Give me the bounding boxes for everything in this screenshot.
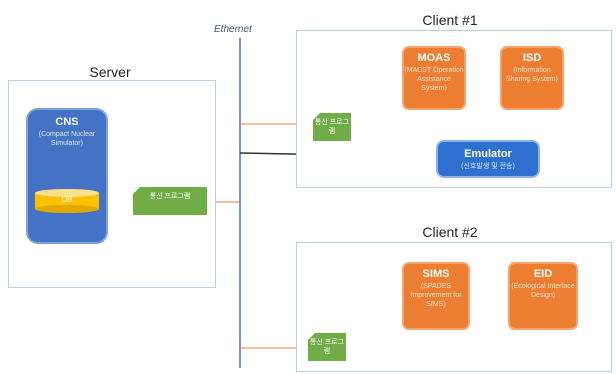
sims-sublabel: (SPADES Improvement for SIMS) [410,283,462,308]
eid-label: EID [533,268,553,280]
client2-comm-module-label: 통신 프로그램 [309,339,345,355]
cns-sublabel: (Compact Nuclear Simulator) [38,131,96,147]
moas-sublabel: (MACST Operation Assistance System) [404,67,464,92]
emulator-label: Emulator [464,148,512,160]
client2-comm-module-icon [308,333,346,361]
server-comm-module-label: 통신 프로그램 [149,193,191,200]
cns-block: CNS (Compact Nuclear Simulator) [26,108,108,244]
db-cylinder-icon [35,189,99,213]
client1-comm-module-label: 통신 프로그램 [314,119,350,135]
sims-label: SIMS [422,268,450,280]
isd-block: ISD (Information Sharing System) [500,46,564,110]
isd-label: ISD [522,52,542,64]
client2-title: Client #2 [422,224,478,240]
server-title: Server [89,64,131,80]
isd-sublabel: (Information Sharing System) [506,67,558,83]
cns-label: CNS [55,116,79,128]
emulator-sublabel: (신호발생 및 전송) [461,163,515,170]
client1-title: Client #1 [422,12,478,28]
client1-comm-module-icon [313,113,351,141]
eid-block: EID (Ecological Interface Design) [508,262,578,330]
moas-label: MOAS [417,52,451,64]
moas-block: MOAS (MACST Operation Assistance System) [402,46,466,110]
sims-block: SIMS (SPADES Improvement for SIMS) [402,262,470,330]
eid-sublabel: (Ecological Interface Design) [511,283,575,299]
server-comm-module-icon [133,187,207,215]
ethernet-label: Ethernet [214,24,252,35]
db-label: DB [61,195,73,204]
emulator-block: Emulator (신호발생 및 전송) [436,140,540,178]
